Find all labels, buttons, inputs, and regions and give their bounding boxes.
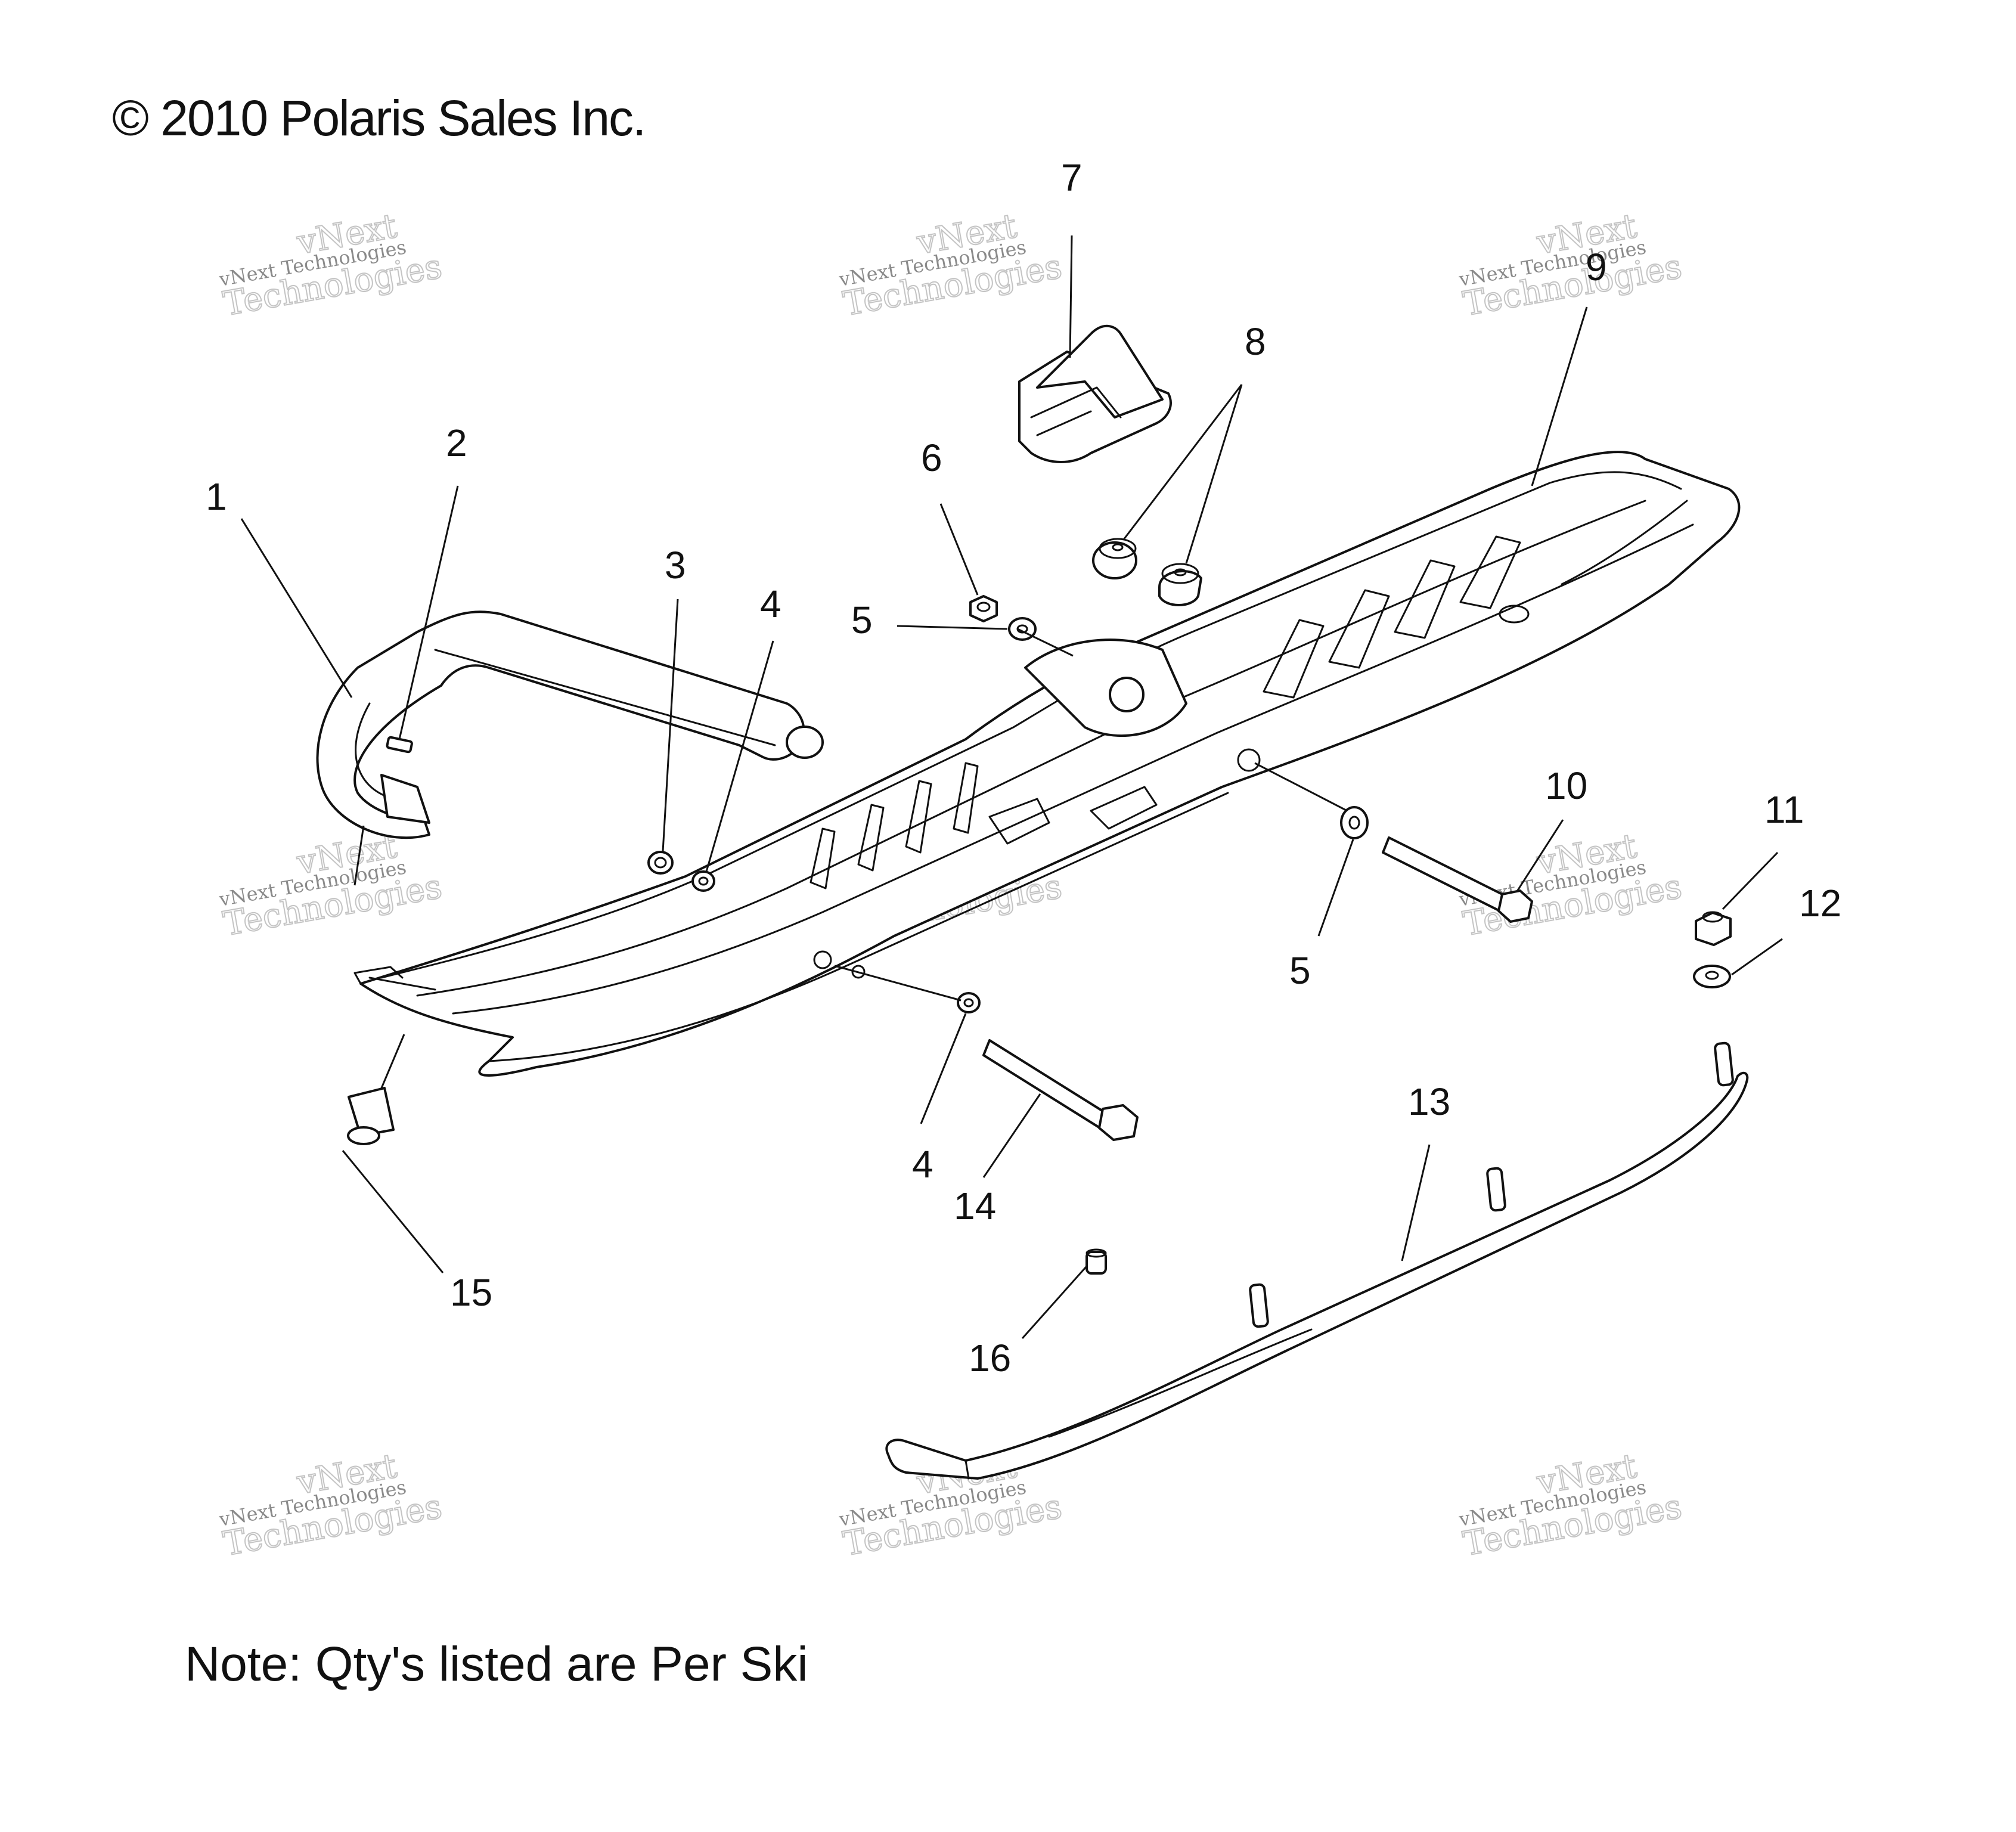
watermark-top-left: Technologies vNext vNext Technologies <box>217 206 445 324</box>
callout-2: 2 <box>446 421 467 464</box>
watermark-mid-right: Technologies vNext vNext Technologies <box>1457 826 1685 944</box>
callout-10: 10 <box>1545 764 1587 807</box>
callout-13: 13 <box>1408 1080 1450 1123</box>
washer-5b <box>1340 806 1369 839</box>
callout-6: 6 <box>921 436 942 479</box>
callout-labels: 1 2 3 4 5 6 7 8 9 10 11 12 5 4 13 14 15 … <box>206 156 1841 1380</box>
callout-5b: 5 <box>1289 949 1311 992</box>
nut-6 <box>969 595 998 622</box>
quantity-note: Note: Qty's listed are Per Ski <box>185 1637 808 1691</box>
carbide-runner-13 <box>885 1041 1749 1480</box>
copyright-notice: © 2010 Polaris Sales Inc. <box>112 90 646 146</box>
screw-2 <box>386 736 413 754</box>
callout-8: 8 <box>1245 320 1266 363</box>
rivet-15 <box>347 1087 395 1145</box>
callout-7: 7 <box>1061 156 1083 199</box>
washer-12 <box>1693 965 1731 988</box>
watermark-top-right: Technologies vNext vNext Technologies <box>1457 206 1685 324</box>
washer-4b <box>957 992 981 1013</box>
insert-16 <box>1085 1248 1107 1275</box>
watermark-bottom-left: Technologies vNext vNext Technologies <box>217 1446 445 1564</box>
callout-11: 11 <box>1764 788 1804 831</box>
bushing-8b <box>1158 563 1202 606</box>
bolt-10 <box>1382 836 1533 923</box>
callout-1: 1 <box>206 475 227 518</box>
bushing-8a <box>1092 538 1137 579</box>
callout-12: 12 <box>1799 882 1841 925</box>
callout-4a: 4 <box>760 582 781 625</box>
bolt-14 <box>982 1039 1139 1141</box>
washer-4a <box>691 870 715 892</box>
callout-5a: 5 <box>851 599 873 641</box>
lock-nut-11 <box>1695 911 1732 946</box>
callout-15: 15 <box>450 1271 492 1314</box>
nut-3 <box>647 851 674 875</box>
callout-3: 3 <box>665 544 686 587</box>
watermark-top-center: Technologies vNext vNext Technologies <box>837 206 1065 324</box>
watermark-bottom-right: Technologies vNext vNext Technologies <box>1457 1446 1685 1564</box>
callout-4b: 4 <box>912 1143 933 1186</box>
ski-body <box>353 451 1741 1077</box>
leader-lines <box>240 235 1783 1339</box>
ski-loop-handle <box>316 610 824 839</box>
callout-16: 16 <box>969 1337 1011 1380</box>
callout-9: 9 <box>1586 246 1607 289</box>
callout-14: 14 <box>954 1185 996 1227</box>
pad-7 <box>1018 324 1172 463</box>
